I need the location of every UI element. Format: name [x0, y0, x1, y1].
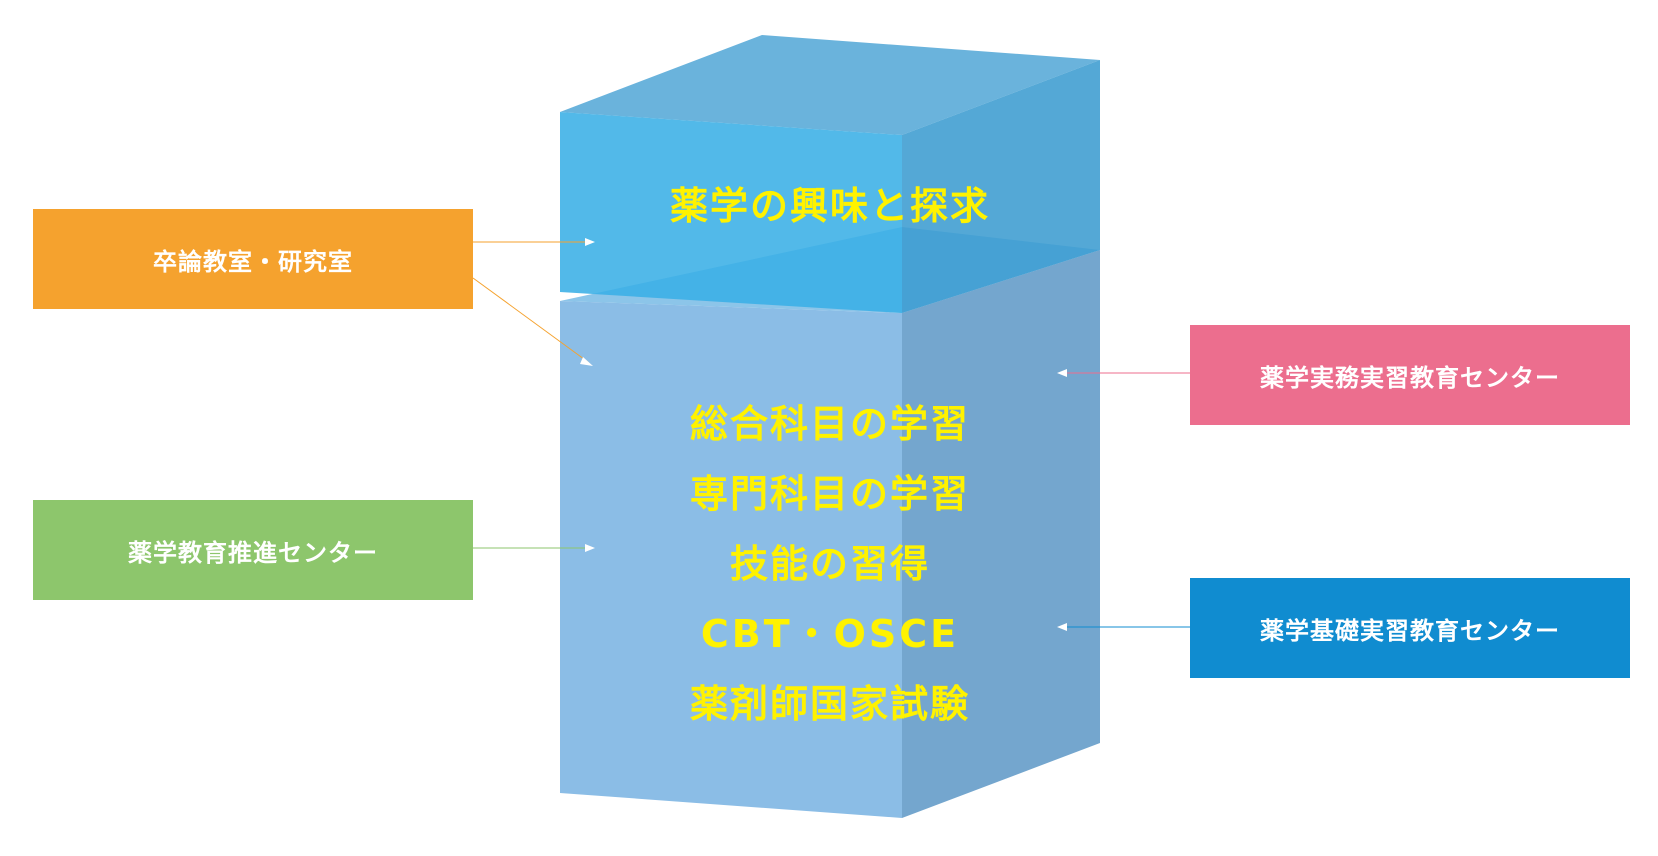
main-block-item: 薬剤師国家試験	[689, 681, 970, 726]
main-block-side-face	[902, 250, 1100, 818]
main-block-front-face	[560, 301, 902, 818]
box-green	[33, 500, 473, 600]
box-label-basic-center: 薬学基礎実習教育センター	[1260, 616, 1560, 645]
arrow-head-icon	[1057, 623, 1067, 631]
main-block-item: 総合科目の学習	[689, 401, 970, 446]
arrow-head-icon	[1057, 369, 1067, 377]
main-block-item: 技能の習得	[729, 541, 930, 586]
box-orange	[33, 209, 473, 309]
connector-line	[472, 277, 589, 363]
arrow-head-icon	[585, 238, 595, 246]
main-block-item: CBT・OSCE	[700, 611, 960, 656]
box-label-practical-center: 薬学実務実習教育センター	[1260, 363, 1560, 392]
top-block-top-face	[560, 35, 1100, 135]
box-label-education-center: 薬学教育推進センター	[128, 538, 378, 567]
box-pink	[1190, 325, 1630, 425]
top-block-front-face	[560, 112, 902, 313]
arrow-head-icon	[580, 357, 593, 366]
box-blue	[1190, 578, 1630, 678]
arrow-head-icon	[585, 544, 595, 552]
box-label-lab: 卒論教室・研究室	[153, 247, 353, 276]
top-block-side-face	[902, 60, 1100, 313]
main-block-item: 専門科目の学習	[689, 471, 970, 516]
top-block-label: 薬学の興味と探求	[669, 183, 990, 228]
